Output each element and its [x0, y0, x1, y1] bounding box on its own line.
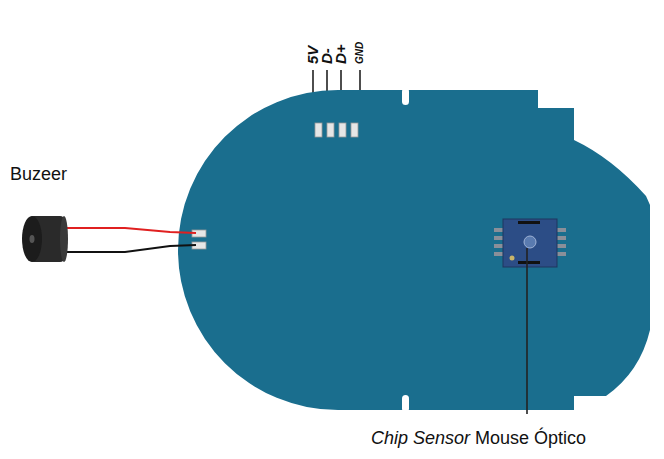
part-name: Buzeer — [10, 164, 67, 185]
board-slot — [402, 88, 409, 105]
pcb-board — [178, 90, 650, 410]
leader-line — [526, 248, 528, 414]
part-name: Mouse Óptico — [475, 428, 586, 449]
part-name: Chip Sensor — [371, 428, 470, 449]
black-wire — [62, 245, 196, 252]
usb-pads — [315, 123, 358, 137]
buzzer-symbol — [22, 216, 68, 262]
pin-name: GND — [354, 42, 366, 64]
pin-name: D+ — [332, 44, 349, 64]
board-slot — [402, 395, 409, 412]
optical-sensor-chip — [494, 219, 566, 267]
red-wire — [62, 228, 196, 233]
